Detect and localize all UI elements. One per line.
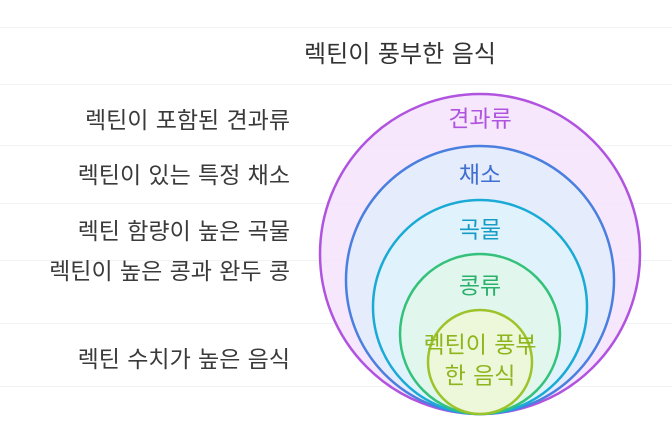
background-rule [0, 145, 672, 146]
circle-label-legumes: 콩류 [459, 274, 501, 300]
label-vegetables: 렉틴이 있는 특정 채소 [77, 163, 290, 189]
background-rule [0, 27, 672, 28]
diagram-title: 렉틴이 풍부한 음식 [304, 40, 496, 68]
circle-label-lectin-rich-line1: 렉틴이 풍부 [423, 333, 536, 359]
label-grains: 렉틴 함량이 높은 곡물 [77, 219, 290, 245]
background-rule [0, 386, 672, 387]
circle-label-lectin-rich-line2: 한 음식 [445, 364, 516, 390]
label-legumes: 렉틴이 높은 콩과 완두 콩 [49, 259, 290, 285]
circle-label-grains: 곡물 [459, 218, 501, 244]
circle-label-vegetables: 채소 [459, 163, 501, 189]
label-nuts: 렉틴이 포함된 견과류 [84, 108, 290, 134]
label-high-lectin-foods: 렉틴 수치가 높은 음식 [77, 347, 290, 373]
circle-lectin-rich-foods [426, 308, 534, 416]
background-rule [0, 84, 672, 85]
circle-label-nuts: 견과류 [448, 107, 511, 133]
